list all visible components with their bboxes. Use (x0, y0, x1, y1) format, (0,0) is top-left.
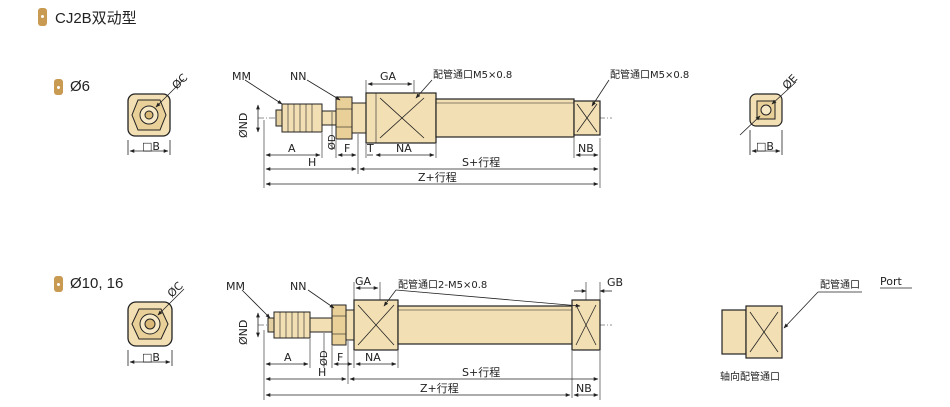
page-title-block: CJ2B双动型 (38, 6, 137, 28)
rear-view-6 (739, 81, 797, 155)
port-en-label: Port (880, 275, 902, 288)
mm-label: MM (226, 280, 245, 293)
nd-label: ØND (237, 320, 250, 345)
z-stroke-label: Z+行程 (418, 171, 457, 184)
nn-label: NN (290, 70, 306, 83)
dim-c-label: ØC (170, 71, 191, 92)
port-detail-view (721, 287, 912, 359)
port-caption: 轴向配管通口 (720, 370, 780, 383)
page-title: CJ2B双动型 (55, 9, 137, 27)
f-label: F (344, 142, 350, 155)
nb-label: NB (576, 382, 592, 395)
f-label: F (337, 351, 343, 364)
t-label: T (366, 142, 374, 155)
bullet-icon (54, 275, 63, 292)
ga-label: GA (355, 275, 372, 288)
s-stroke-label: S+行程 (462, 156, 500, 169)
mm-label: MM (232, 70, 251, 83)
section-label-10-16: Ø10, 16 (54, 275, 123, 292)
port-label: 配管通口2-M5×0.8 (398, 278, 487, 291)
section-label-6: Ø6 (54, 78, 90, 95)
dim-b-label: □B (142, 351, 160, 364)
d-label: ØD (318, 350, 330, 366)
nb-label: NB (578, 142, 594, 155)
a-label: A (288, 142, 296, 155)
nd-label: ØND (237, 113, 250, 138)
port-detail-label: 配管通口 (820, 278, 860, 291)
dim-e-label: ØE (780, 72, 800, 92)
a-label: A (284, 351, 292, 364)
front-view-10-16 (127, 288, 185, 366)
na-label: NA (365, 351, 381, 364)
d-label: ØD (326, 134, 338, 150)
front-view-6 (127, 78, 185, 155)
side-view-10-16 (241, 282, 612, 400)
dim-b-label: □B (142, 140, 160, 153)
na-label: NA (396, 142, 412, 155)
bullet-icon (54, 78, 63, 95)
bore-label: Ø6 (70, 78, 91, 95)
z-stroke-label: Z+行程 (420, 382, 459, 395)
nn-label: NN (290, 280, 306, 293)
h-label: H (308, 156, 316, 169)
dim-b-label: □B (756, 140, 774, 153)
gb-label: GB (607, 276, 623, 289)
port-rear-label: 配管通口M5×0.8 (610, 68, 689, 81)
bullet-icon (38, 8, 47, 26)
ga-label: GA (380, 70, 397, 83)
s-stroke-label: S+行程 (462, 366, 500, 379)
bore-label: Ø10, 16 (70, 275, 124, 292)
dim-c-label: ØC (165, 279, 186, 300)
h-label: H (318, 366, 326, 379)
port-front-label: 配管通口M5×0.8 (433, 68, 512, 81)
side-view-6 (244, 79, 612, 188)
